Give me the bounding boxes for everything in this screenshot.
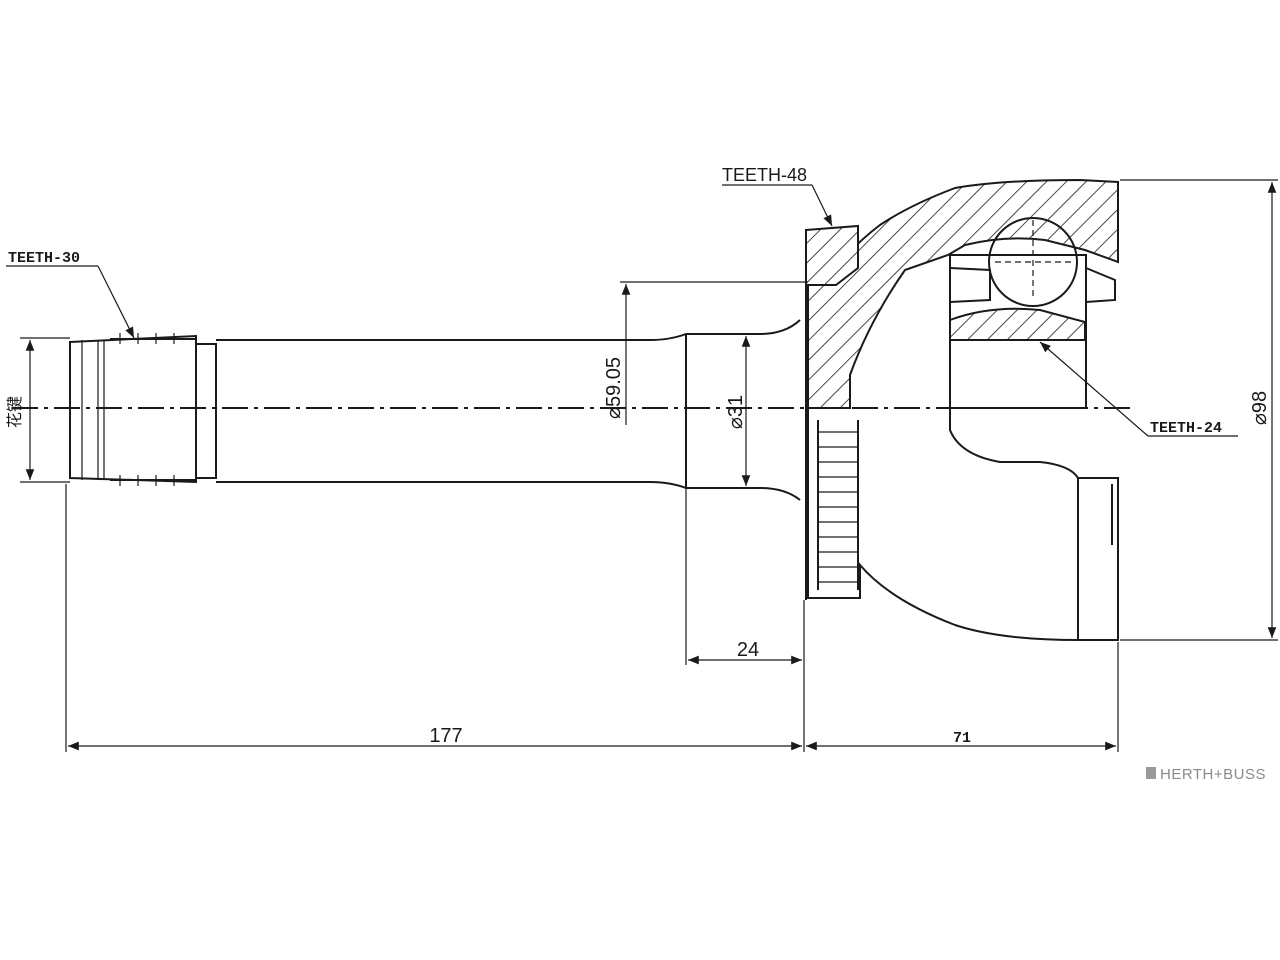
callout-leaders [6, 184, 1238, 437]
outer-housing [805, 178, 1119, 641]
brand-mark-icon [1146, 767, 1156, 779]
brand-name: HERTH+BUSS [1160, 766, 1266, 783]
shaft [69, 319, 801, 501]
ball [988, 217, 1078, 307]
dimension-lines [20, 179, 1278, 752]
callout-teeth-30: TEETH-30 [8, 250, 80, 267]
dim-length-177: 177 [429, 725, 462, 747]
dim-length-71: 71 [953, 730, 971, 747]
inner-race-hatch [949, 307, 1086, 341]
abs-teeth [817, 420, 859, 590]
housing-section-hatch [807, 178, 1119, 409]
dim-length-24: 24 [737, 639, 759, 661]
callout-teeth-24: TEETH-24 [1150, 420, 1222, 437]
dim-spline-diameter: 花键 [6, 396, 24, 428]
brand-logo: HERTH+BUSS [1146, 766, 1266, 783]
dim-diameter-98: ⌀98 [1249, 391, 1271, 425]
spline-teeth-marks [110, 333, 196, 486]
dim-diameter-59-05: ⌀59.05 [603, 357, 625, 419]
dim-diameter-31: ⌀31 [725, 395, 747, 429]
callout-teeth-48: TEETH-48 [722, 165, 807, 185]
